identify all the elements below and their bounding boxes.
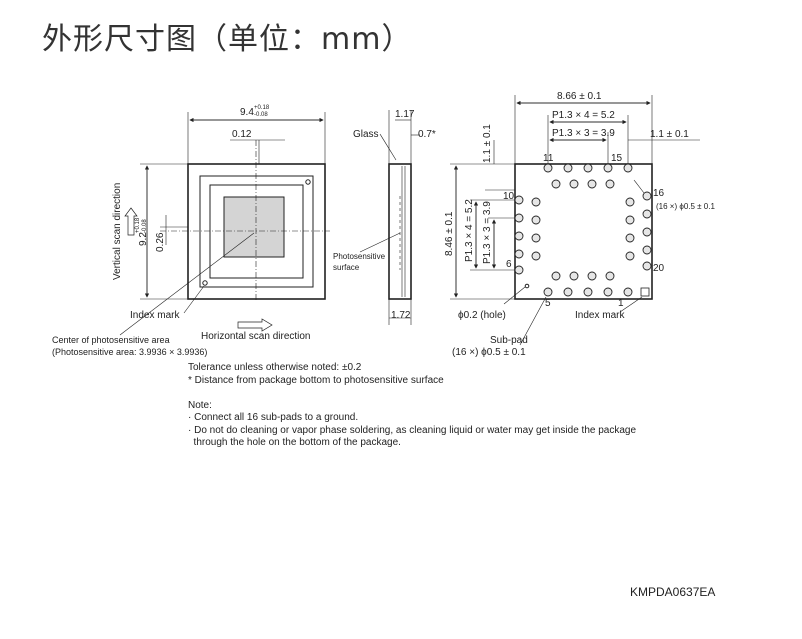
center-area-label: Center of photosensitive area — [52, 335, 170, 345]
left-pads — [514, 195, 541, 275]
note-line: through the hole on the bottom of the pa… — [188, 437, 401, 448]
vertical-scan-label: Vertical scan direction — [112, 183, 123, 280]
pin-10-label: 10 — [503, 191, 515, 202]
back-vpitch4-dim: P1.3 × 4 = 5.2 — [464, 199, 475, 262]
photosensitive-surface-label-2: surface — [333, 263, 360, 272]
pin-15-label: 15 — [611, 153, 623, 164]
back-height-dim: 8.46 ± 0.1 — [444, 211, 455, 256]
glass-label: Glass — [353, 129, 379, 140]
height-tol-dn: -0.08 — [142, 219, 148, 233]
drawing-code: KMPDA0637EA — [630, 585, 716, 599]
right-pads — [625, 191, 652, 271]
hole-label: ϕ0.2 (hole) — [458, 310, 506, 321]
note-line: · Do not do cleaning or vapor phase sold… — [188, 424, 637, 436]
pin-1-label: 1 — [618, 298, 624, 309]
bottom-pads — [543, 271, 633, 297]
center-offset-x-label: 0.12 — [232, 129, 252, 140]
note-line: · Connect all 16 sub-pads to a ground. — [188, 412, 359, 423]
front-view — [119, 112, 330, 336]
width-dim-label: 9.4 — [240, 107, 254, 118]
back-pitch3-dim: P1.3 × 3 = 3.9 — [552, 128, 615, 139]
width-tol-up: +0.18 — [254, 105, 270, 111]
back-view — [450, 95, 700, 346]
horizontal-scan-label: Horizontal scan direction — [201, 331, 311, 342]
back-edge-dim: 1.1 ± 0.1 — [650, 129, 689, 140]
height-tol-up: +0.18 — [135, 217, 141, 233]
note-line: Note: — [188, 399, 212, 411]
pin-5-label: 5 — [545, 298, 551, 309]
notes-block: Tolerance unless otherwise noted: ±0.2 *… — [188, 362, 636, 450]
side-bottom-dim: 1.72 — [391, 310, 411, 321]
front-view-labels: 9.4 +0.18 -0.08 0.12 Vertical scan direc… — [52, 105, 311, 357]
top-pads — [543, 163, 633, 189]
index-mark-front-label: Index mark — [130, 310, 180, 321]
pin-16-label: 16 — [653, 188, 665, 199]
note-line: * Distance from package bottom to photos… — [188, 374, 444, 386]
page-title: 外形尺寸图（单位：mm） — [42, 22, 413, 57]
center-area-size-label: (Photosensitive area: 3.9936 × 3.9936) — [52, 347, 207, 357]
note-line: ​ — [188, 387, 636, 400]
photosensitive-surface-label: Photosensitive — [333, 252, 386, 261]
index-mark-back-label: Index mark — [575, 310, 625, 321]
center-offset-y-label: 0.26 — [155, 232, 166, 252]
back-width-dim: 8.66 ± 0.1 — [557, 91, 602, 102]
width-tol-dn: -0.08 — [254, 112, 268, 118]
side-view-labels: Glass 1.17 0.7* Photosensitive surface 1… — [333, 109, 436, 321]
subpad-diameter-label: (16 ×) ϕ0.5 ± 0.1 — [452, 347, 526, 358]
back-vpitch3-dim: P1.3 × 3 = 3.9 — [482, 201, 493, 264]
pad-diameter-label: (16 ×) ϕ0.5 ± 0.1 — [656, 202, 715, 211]
back-top-edge-dim: 1.1 ± 0.1 — [482, 124, 493, 163]
pin-20-label: 20 — [653, 263, 665, 274]
subpad-label: Sub-pad — [490, 335, 528, 346]
back-view-labels: 8.66 ± 0.1 P1.3 × 4 = 5.2 P1.3 × 3 = 3.9… — [444, 91, 715, 358]
height-dim-label: 9.2 — [138, 232, 149, 246]
side-top-dim: 1.17 — [395, 109, 415, 120]
side-view — [359, 110, 420, 325]
side-offset-dim: 0.7* — [418, 129, 436, 140]
pin-6-label: 6 — [506, 259, 512, 270]
note-line: Tolerance unless otherwise noted: ±0.2 — [188, 362, 362, 373]
pin-11-label: 11 — [543, 153, 554, 164]
back-pitch4-dim: P1.3 × 4 = 5.2 — [552, 110, 615, 121]
